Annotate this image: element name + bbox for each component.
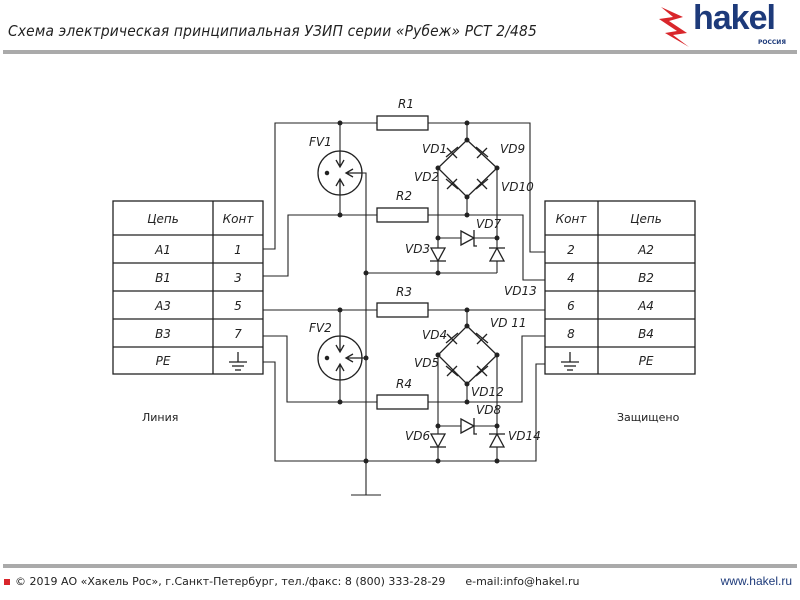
left-cell: 7	[234, 327, 242, 341]
label-vd13: VD13	[504, 284, 537, 298]
protected-side-label: Защищено	[617, 411, 680, 424]
resistor-r4	[376, 394, 429, 410]
label-vd8: VD8	[476, 403, 501, 417]
right-cell: PE	[639, 354, 654, 368]
right-cell: B4	[638, 327, 654, 341]
bullet-icon	[4, 579, 10, 585]
diode-vd6	[429, 433, 447, 449]
header-divider	[3, 50, 797, 54]
label-vd14: VD14	[508, 429, 541, 443]
left-cell: B1	[155, 271, 171, 285]
diode-vd14	[488, 432, 506, 448]
label-vd6: VD6	[405, 429, 430, 443]
junctions	[337, 120, 500, 464]
right-header-circuit: Цепь	[630, 212, 662, 226]
label-vd1: VD1	[422, 142, 447, 156]
left-cell: A3	[154, 299, 171, 313]
right-cell: A4	[637, 299, 654, 313]
gas-arrester-fv2	[317, 335, 363, 381]
label-vd5: VD5	[414, 356, 439, 370]
ground-icon	[561, 352, 579, 371]
right-cell: A2	[637, 243, 654, 257]
diode-vd13	[488, 246, 506, 262]
label-r4: R4	[396, 377, 412, 391]
label-vd3: VD3	[405, 242, 430, 256]
left-cell: PE	[156, 354, 171, 368]
label-vd9: VD9	[500, 142, 525, 156]
left-cell: A1	[154, 243, 171, 257]
right-cell: 6	[567, 299, 575, 313]
left-cell: 1	[234, 243, 242, 257]
right-cell: 4	[567, 271, 575, 285]
diode-vd8	[460, 417, 477, 435]
email-link[interactable]: e-mail:info@hakel.ru	[465, 575, 580, 588]
copyright-text: © 2019 АО «Хакель Рос», г.Санкт-Петербур…	[15, 575, 446, 588]
left-header-circuit: Цепь	[147, 212, 179, 226]
line-side-label: Линия	[142, 411, 179, 424]
logo-subtitle: РОССИЯ	[758, 39, 786, 46]
label-fv2: FV2	[309, 321, 332, 335]
diode-vd7	[460, 229, 477, 247]
label-r2: R2	[396, 189, 412, 203]
right-cell: 2	[567, 243, 575, 257]
label-fv1: FV1	[309, 135, 332, 149]
lightning-icon	[659, 7, 689, 47]
label-vd4: VD4	[422, 328, 447, 342]
resistor-r2	[376, 207, 429, 223]
wires	[263, 122, 545, 496]
website-link[interactable]: www.hakel.ru	[720, 574, 792, 588]
right-header-contact: Конт	[556, 212, 588, 226]
footer-divider	[3, 564, 797, 568]
logo-text: hakel	[693, 0, 776, 37]
label-r3: R3	[396, 285, 412, 299]
label-vd10: VD10	[501, 180, 534, 194]
left-header-contact: Конт	[223, 212, 255, 226]
hakel-logo: hakel РОССИЯ	[655, 0, 795, 49]
right-table	[544, 200, 696, 375]
right-cell: 8	[567, 327, 575, 341]
label-vd11: VD 11	[490, 316, 527, 330]
label-vd12: VD12	[471, 385, 504, 399]
label-r1: R1	[398, 97, 414, 111]
footer: © 2019 АО «Хакель Рос», г.Санкт-Петербур…	[4, 575, 580, 588]
ground-icon	[229, 352, 247, 371]
left-cell: 5	[234, 299, 242, 313]
left-table	[112, 200, 264, 375]
gas-arrester-fv1	[317, 150, 363, 196]
resistor-r1	[376, 115, 429, 131]
right-cell: B2	[638, 271, 654, 285]
left-cell: 3	[234, 271, 242, 285]
resistor-r3	[376, 302, 429, 318]
label-vd2: VD2	[414, 170, 439, 184]
label-vd7: VD7	[476, 217, 501, 231]
diode-vd3	[429, 247, 447, 263]
left-cell: B3	[155, 327, 171, 341]
page-title: Схема электрическая принципиальная УЗИП …	[8, 22, 537, 40]
